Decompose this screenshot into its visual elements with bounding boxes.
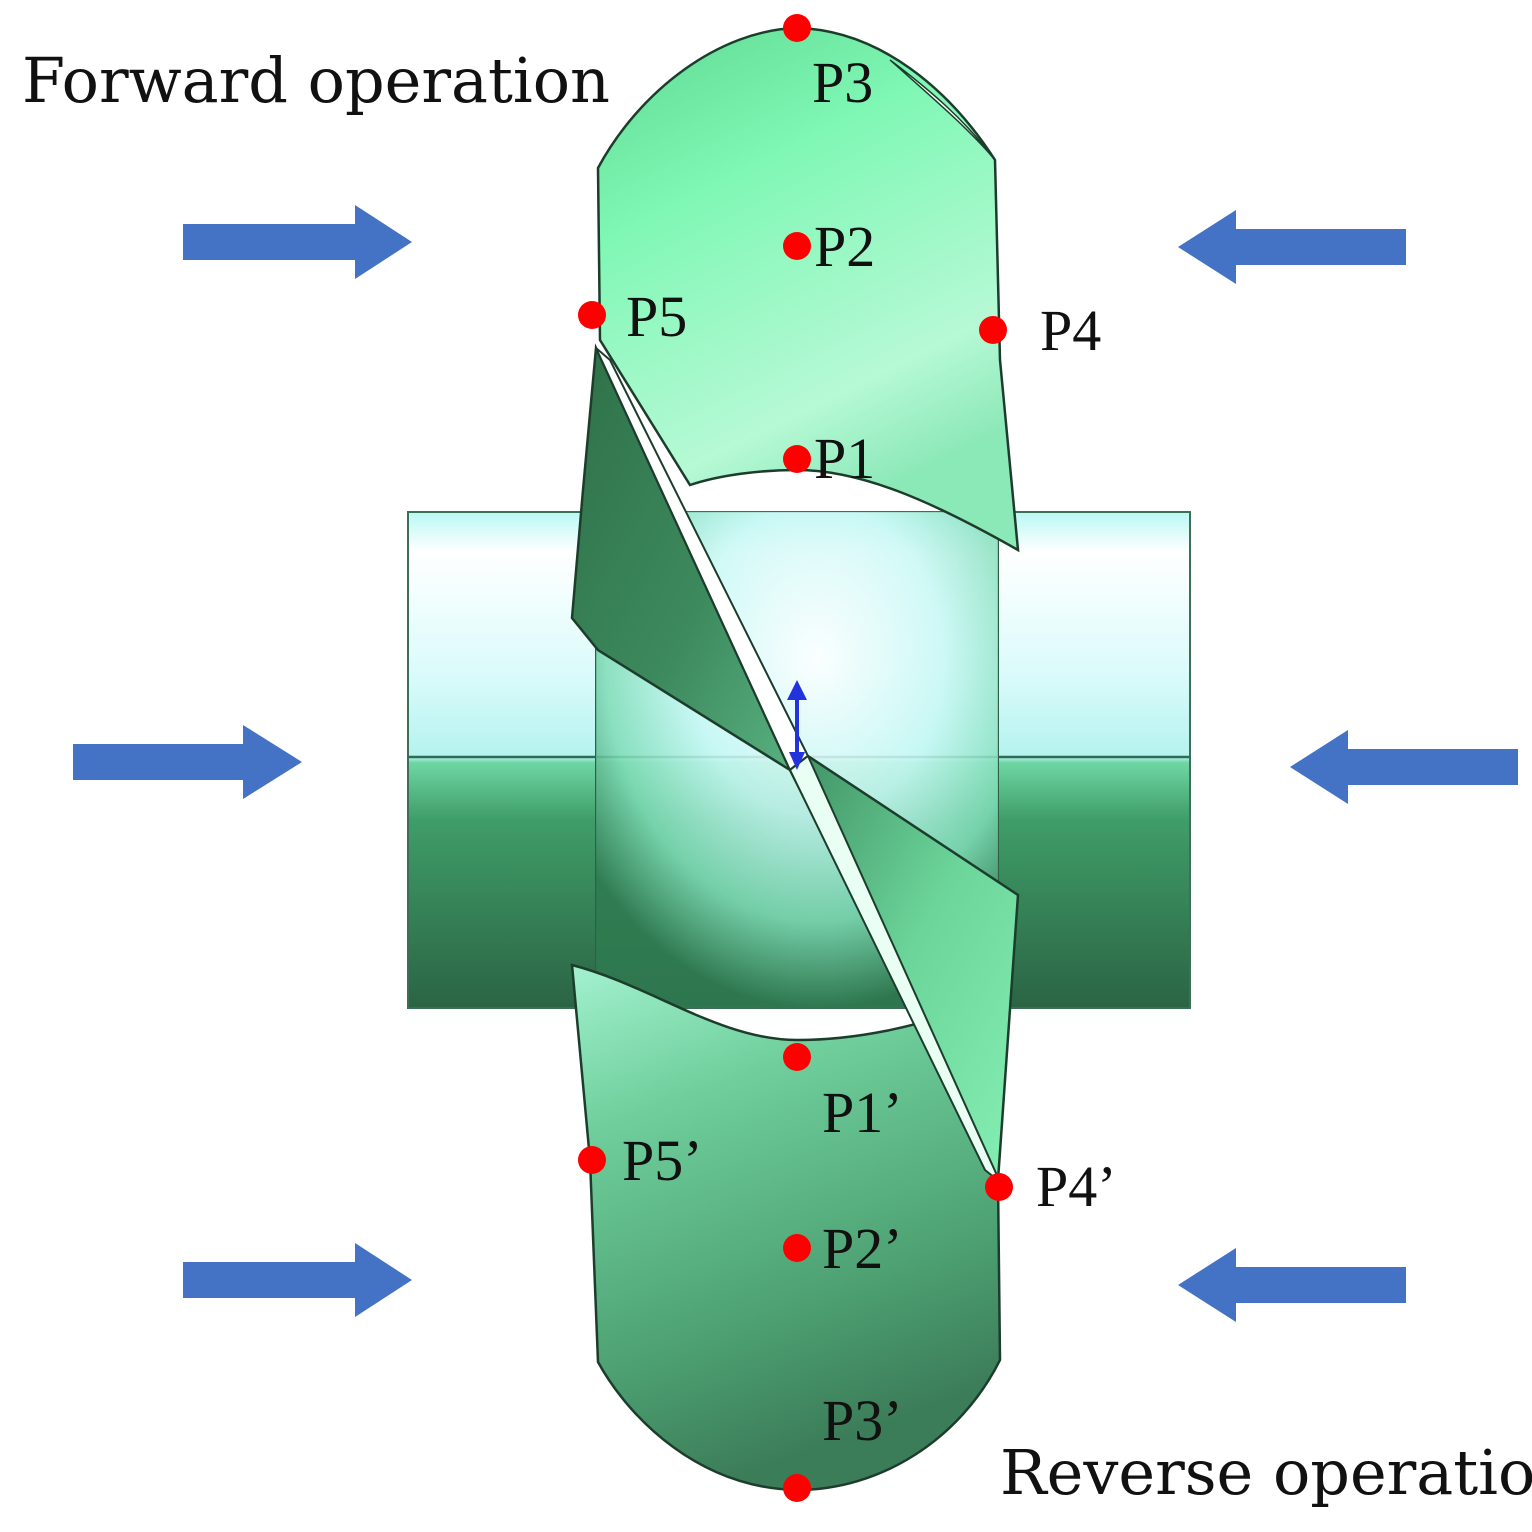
arrow-left-icon	[1290, 730, 1518, 804]
point-p1p-marker	[783, 1043, 811, 1071]
axis-marker	[787, 680, 807, 770]
point-p2p-marker	[783, 1234, 811, 1262]
flow-arrows	[73, 205, 1518, 1322]
label-p5p: P5’	[622, 1128, 703, 1193]
label-p1p: P1’	[822, 1080, 903, 1145]
label-p2p: P2’	[822, 1216, 903, 1281]
arrow-right-icon	[183, 1243, 412, 1317]
label-p5: P5	[626, 284, 687, 349]
label-p4p: P4’	[1036, 1154, 1117, 1219]
label-p4: P4	[1040, 298, 1101, 363]
lower-blade	[570, 963, 1002, 1492]
arrow-left-icon	[1178, 1248, 1406, 1322]
point-p5p-marker	[578, 1146, 606, 1174]
reverse-operation-caption: Reverse operation	[1000, 1436, 1532, 1509]
label-p3p: P3’	[822, 1388, 903, 1453]
point-p3-marker	[783, 14, 811, 42]
point-p4-marker	[979, 316, 1007, 344]
forward-operation-caption: Forward operation	[22, 44, 610, 117]
label-p3: P3	[812, 50, 873, 115]
arrow-right-icon	[73, 725, 302, 799]
point-p2-marker	[783, 232, 811, 260]
point-p5-marker	[578, 301, 606, 329]
measurement-points	[578, 14, 1013, 1502]
label-p2: P2	[814, 214, 875, 279]
point-p3p-marker	[783, 1474, 811, 1502]
point-labels: P3 P2 P5 P4 P1 P1’ P5’ P4’ P2’ P3’	[622, 50, 1117, 1453]
point-p1-marker	[783, 445, 811, 473]
arrow-right-icon	[183, 205, 412, 279]
point-p4p-marker	[985, 1173, 1013, 1201]
arrow-left-icon	[1178, 210, 1406, 284]
upper-blade	[596, 26, 1020, 553]
label-p1: P1	[814, 426, 875, 491]
